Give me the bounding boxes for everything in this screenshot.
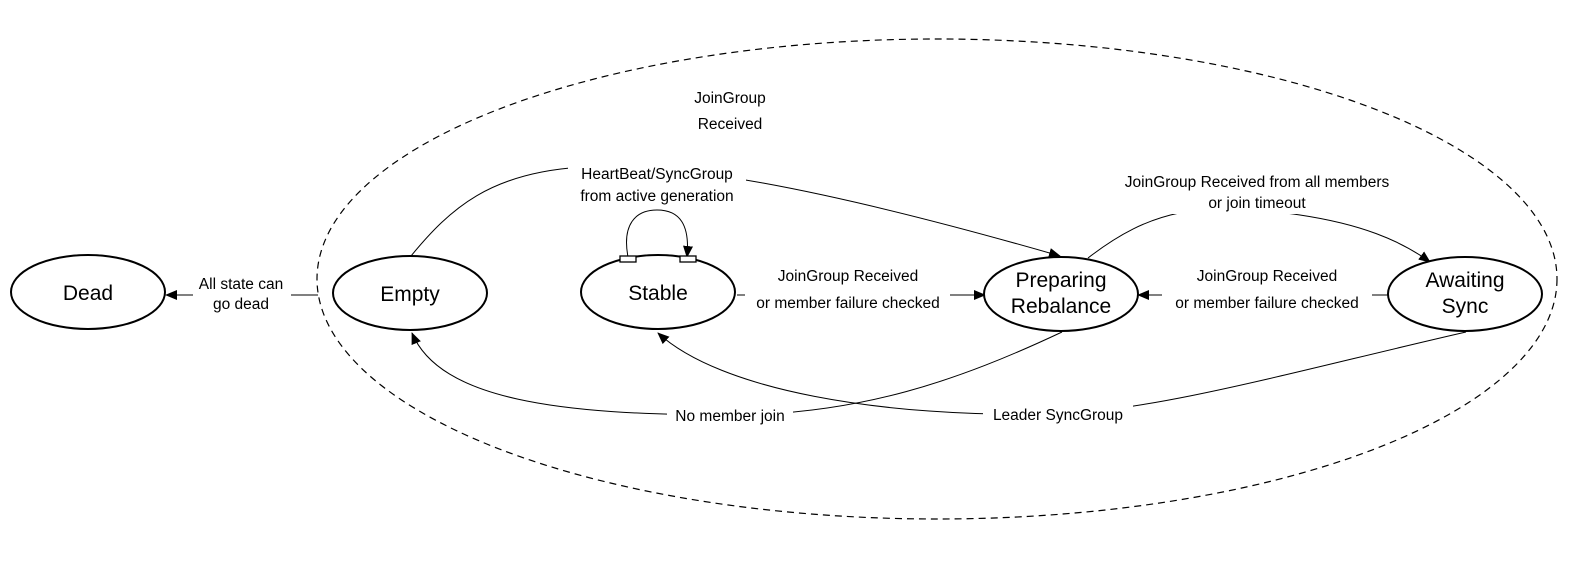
state-awaiting-sync-line1: Awaiting xyxy=(1426,269,1505,292)
state-dead: Dead xyxy=(10,254,166,330)
label-awaiting-to-stable: Leader SyncGroup xyxy=(983,405,1133,425)
state-awaiting-sync: Awaiting Sync xyxy=(1387,256,1543,332)
label-empty-to-preparing-line1: JoinGroup xyxy=(694,90,766,107)
label-all-to-dead-line1: All state can xyxy=(199,276,283,293)
label-awaiting-to-stable-text: Leader SyncGroup xyxy=(993,407,1123,424)
label-empty-to-preparing: JoinGroup Received xyxy=(688,88,772,134)
state-awaiting-sync-line2: Sync xyxy=(1442,295,1489,318)
stable-loop-port-out xyxy=(619,255,637,263)
label-preparing-to-empty: No member join xyxy=(667,406,793,426)
edge-awaiting-to-stable xyxy=(657,331,1467,415)
active-states-boundary xyxy=(316,38,1558,520)
label-stable-self: HeartBeat/SyncGroup from active generati… xyxy=(568,163,746,205)
label-stable-self-line1: HeartBeat/SyncGroup xyxy=(581,166,733,183)
label-awaiting-to-preparing: JoinGroup Received or member failure che… xyxy=(1162,263,1372,313)
label-awaiting-to-preparing-line1: JoinGroup Received xyxy=(1197,268,1337,285)
state-stable: Stable xyxy=(580,254,736,330)
label-stable-to-preparing-line2: or member failure checked xyxy=(756,295,940,312)
edge-stable-self-loop xyxy=(626,209,694,258)
label-preparing-to-awaiting-line2: or join timeout xyxy=(1208,195,1306,212)
stable-loop-port-in xyxy=(679,255,697,263)
state-empty: Empty xyxy=(332,255,488,331)
label-empty-to-preparing-line2: Received xyxy=(698,116,763,133)
state-stable-label: Stable xyxy=(628,282,688,305)
label-all-to-dead-line2: go dead xyxy=(213,296,269,313)
state-dead-label: Dead xyxy=(63,282,113,305)
state-preparing-rebalance-line1: Preparing xyxy=(1015,269,1106,292)
state-preparing-rebalance: Preparing Rebalance xyxy=(983,256,1139,332)
edge-preparing-to-empty xyxy=(411,331,1063,416)
label-stable-self-line2: from active generation xyxy=(580,188,733,205)
label-awaiting-to-preparing-line2: or member failure checked xyxy=(1175,295,1359,312)
label-preparing-to-awaiting: JoinGroup Received from all members or j… xyxy=(1108,170,1408,214)
label-stable-to-preparing: JoinGroup Received or member failure che… xyxy=(745,263,950,313)
label-preparing-to-awaiting-line1: JoinGroup Received from all members xyxy=(1125,174,1390,191)
label-preparing-to-empty-text: No member join xyxy=(675,408,784,425)
state-preparing-rebalance-line2: Rebalance xyxy=(1011,295,1111,318)
label-stable-to-preparing-line1: JoinGroup Received xyxy=(778,268,918,285)
state-empty-label: Empty xyxy=(380,283,440,306)
label-all-to-dead: All state can go dead xyxy=(193,273,291,313)
edge-preparing-to-awaiting xyxy=(1087,208,1431,263)
